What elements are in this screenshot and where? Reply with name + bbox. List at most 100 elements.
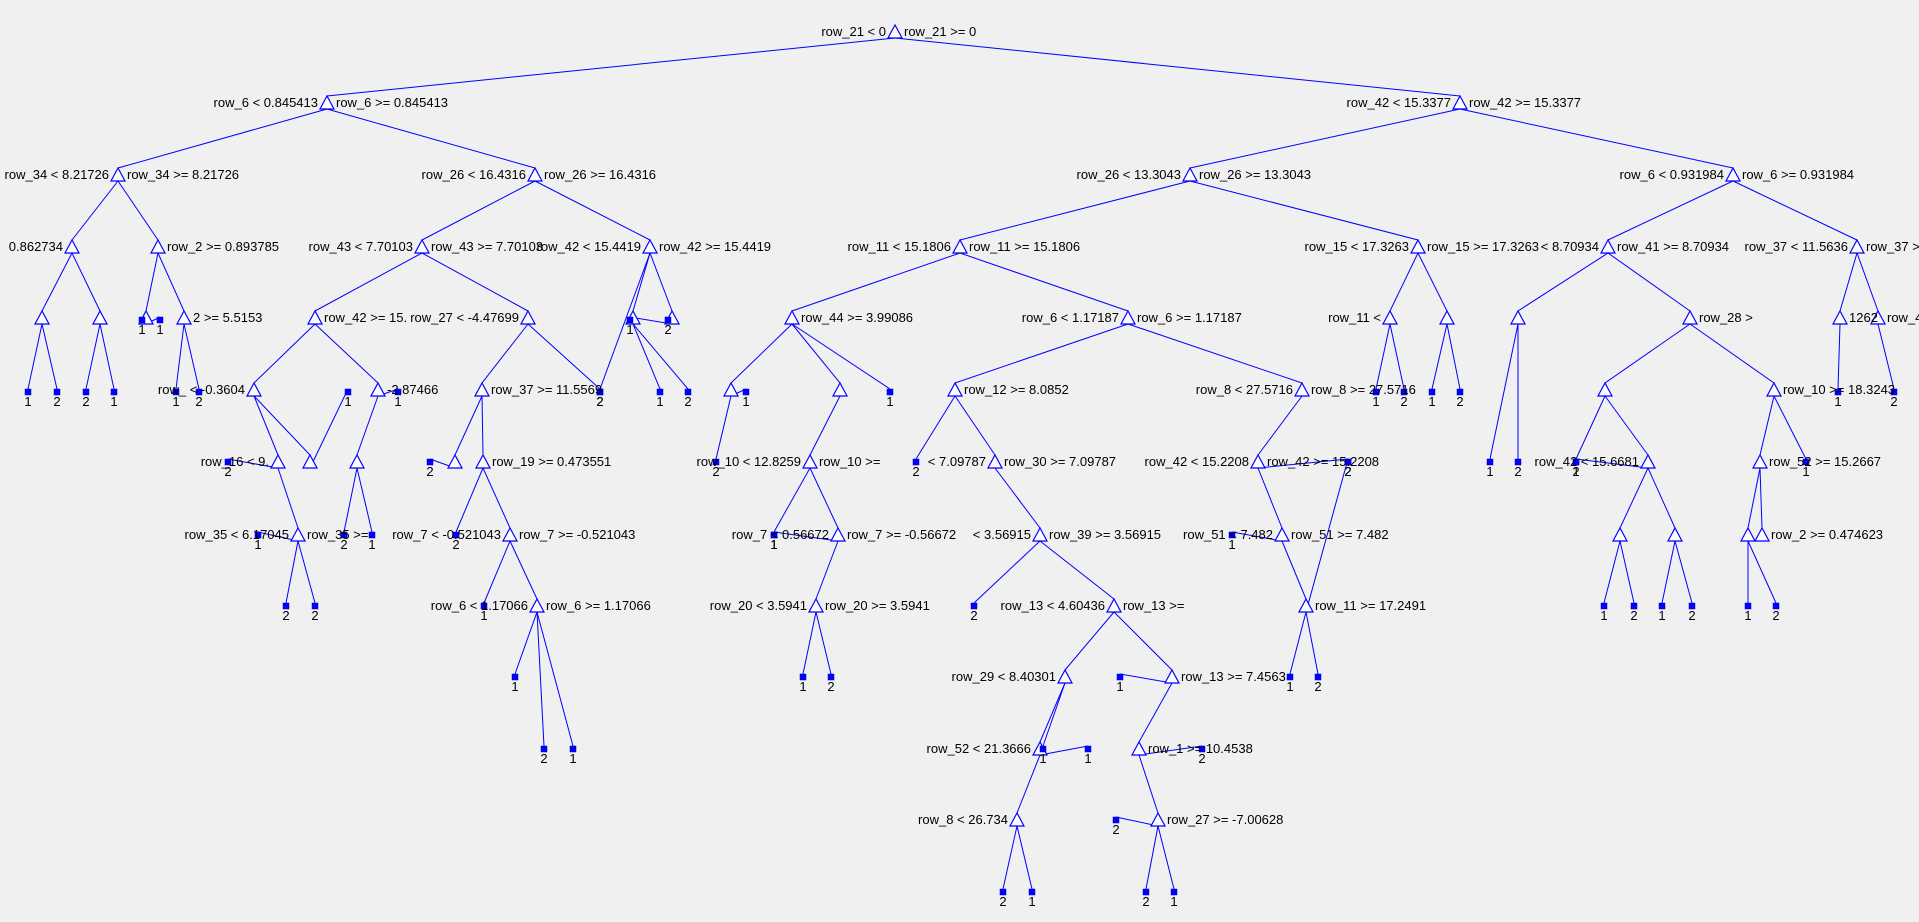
split-rule-left-label: < 7.09787 [928, 454, 986, 469]
leaf-node-dot-icon [394, 388, 402, 396]
leaf-edge [1375, 323, 1391, 390]
split-node-triangle-icon [641, 238, 659, 254]
leaf-node-dot-icon [195, 388, 203, 396]
tree-edge [41, 252, 73, 312]
split-rule-right-label: row_6 >= 0.931984 [1742, 167, 1854, 182]
leaf-edge [1289, 611, 1307, 675]
leaf-edge [536, 611, 574, 747]
split-node-triangle-icon [1831, 309, 1849, 325]
leaf-class-label: 1 [254, 537, 261, 552]
leaf-class-label: 2 [1514, 464, 1521, 479]
tree-edge [534, 180, 651, 241]
split-rule-left-label: row_11 < 15.1806 [848, 239, 951, 254]
leaf-class-label: 1 [569, 751, 576, 766]
split-rule-right-label: row_27 >= -7.00628 [1167, 812, 1283, 827]
split-rule-right-label: row_41 >= 8.70934 [1617, 239, 1729, 254]
split-rule-left-label: row_37 < 11.5636 [1745, 239, 1848, 254]
leaf-edge [802, 611, 817, 675]
split-node-triangle-icon [1596, 381, 1614, 397]
leaf-edge [1138, 745, 1203, 756]
split-rule-left-label: row_29 < 8.40301 [952, 669, 1056, 684]
leaf-node-dot-icon [742, 388, 750, 396]
leaf-edge [175, 323, 185, 390]
split-node-triangle-icon [1163, 668, 1181, 684]
leaf-edge [309, 388, 349, 469]
split-rule-right-label: row_39 >= 3.56915 [1049, 527, 1161, 542]
leaf-class-label: 1 [1572, 464, 1579, 479]
tree-edge [1113, 611, 1173, 671]
split-rule-left-label: row_6 < 1.17187 [1022, 310, 1119, 325]
leaf-class-label: 2 [664, 322, 671, 337]
leaf-edge [915, 395, 956, 460]
tree-edge [815, 540, 839, 600]
leaf-edge [1257, 458, 1349, 469]
split-rule-right-label: row_30 >= 7.09787 [1004, 454, 1116, 469]
leaf-edge [1603, 540, 1621, 604]
split-node-triangle-icon [886, 23, 904, 39]
split-node-triangle-icon [519, 309, 537, 325]
tree-edge [253, 323, 316, 384]
split-rule-right-label: row_43 >= 7.70103 [431, 239, 543, 254]
split-node-triangle-icon [801, 453, 819, 469]
split-node-triangle-icon [149, 238, 167, 254]
split-rule-right-label: row_42 >= 15.4419 [659, 239, 771, 254]
leaf-class-label: 1 [156, 322, 163, 337]
split-rule-right-label: row_8 >= 27.5716 [1311, 382, 1416, 397]
leaf-edge [1389, 323, 1405, 390]
split-node-triangle-icon [986, 453, 1004, 469]
split-rule-right-label: row_19 >= 0.473551 [492, 454, 611, 469]
tree-edge [1619, 467, 1649, 529]
split-node-triangle-icon [1599, 238, 1617, 254]
split-node-triangle-icon [1105, 597, 1123, 613]
leaf-edge [1305, 458, 1349, 613]
leaf-class-label: 2 [1400, 394, 1407, 409]
split-rule-right-label: row_7 >= -0.521043 [519, 527, 635, 542]
split-rule-left-label: row_52 < 21.3666 [927, 741, 1031, 756]
split-node-triangle-icon [829, 526, 847, 542]
split-rule-left-label: row_35 < 6.17045 [185, 527, 289, 542]
leaf-class-label: 2 [53, 394, 60, 409]
leaf-class-label: 1 [1802, 464, 1809, 479]
split-rule-right-label: row_44 >= 3.99086 [801, 310, 913, 325]
leaf-node-dot-icon [282, 602, 290, 610]
tree-edge [157, 252, 185, 312]
leaf-node-dot-icon [1028, 888, 1036, 896]
split-rule-left-label: row_21 < 0 [821, 24, 886, 39]
split-node-triangle-icon [1056, 668, 1074, 684]
tree-edge [71, 180, 119, 241]
tree-edge [71, 252, 101, 312]
leaf-node-dot-icon [1890, 388, 1898, 396]
tree-edge [117, 180, 159, 241]
split-node-triangle-icon [722, 381, 740, 397]
split-node-triangle-icon [528, 597, 546, 613]
tree-edge [277, 467, 299, 529]
split-node-triangle-icon [1181, 166, 1199, 182]
leaf-node-dot-icon [138, 316, 146, 324]
split-rule-right-label: row_6 >= 1.17187 [1137, 310, 1242, 325]
split-node-triangle-icon [1130, 740, 1148, 756]
tree-edge [894, 37, 1461, 97]
leaf-class-label: 1 [1744, 608, 1751, 623]
tree-edge [1281, 540, 1307, 600]
leaf-node-dot-icon [224, 458, 232, 466]
split-rule-right-label: row_4 [1887, 310, 1919, 325]
split-rule-right-label: row_2 >= 0.474623 [1771, 527, 1883, 542]
leaf-node-dot-icon [1688, 602, 1696, 610]
leaf-node-dot-icon [886, 388, 894, 396]
split-rule-right-label: row_1 >= 10.4538 [1148, 741, 1253, 756]
tree-edge [1517, 252, 1609, 312]
leaf-edge [527, 323, 601, 390]
split-rule-left-label: row_26 < 13.3043 [1077, 167, 1181, 182]
leaf-class-label: 2 [596, 394, 603, 409]
split-node-triangle-icon [946, 381, 964, 397]
split-node-triangle-icon [1739, 526, 1757, 542]
tree-edge [1604, 323, 1691, 384]
tree-nodes [24, 23, 1898, 896]
leaf-class-label: 1 [1486, 464, 1493, 479]
leaf-edge [1119, 673, 1173, 684]
leaf-edge [1674, 540, 1693, 604]
tree-edge [1459, 108, 1734, 169]
leaf-class-label: 2 [970, 608, 977, 623]
split-node-triangle-icon [269, 453, 287, 469]
leaf-node-dot-icon [1456, 388, 1464, 396]
